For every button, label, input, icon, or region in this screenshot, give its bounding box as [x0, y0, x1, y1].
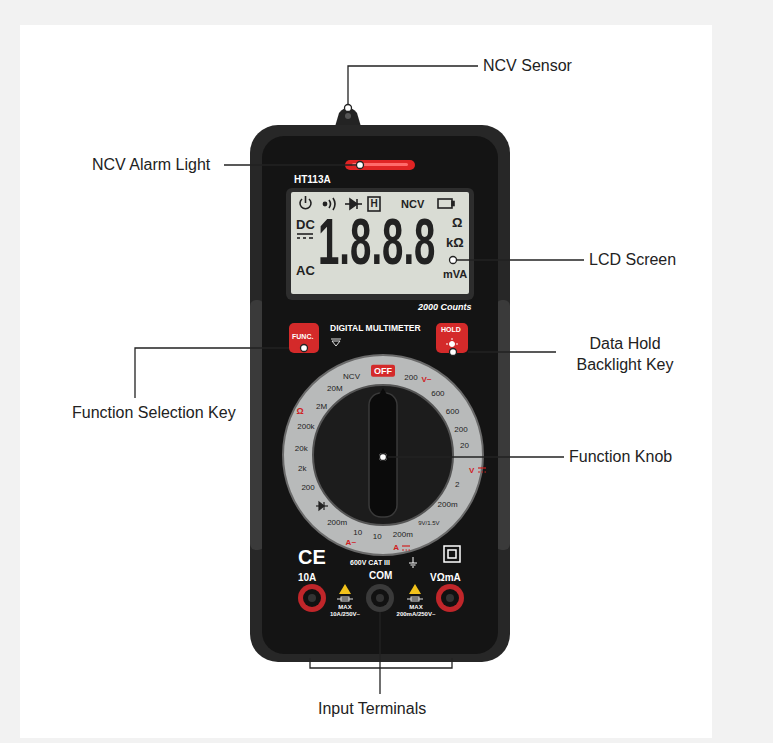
lcd-mode: DC [296, 218, 315, 233]
lcd-icon-text: NCV [401, 198, 424, 211]
dial-label: 600 [446, 407, 459, 416]
fuse-symbol [337, 597, 423, 601]
lcd-icon-text: H [371, 198, 378, 210]
safety-rating: 600V CAT III [350, 559, 390, 567]
dial-label: 2 [455, 480, 459, 489]
dial-label: 200m [327, 518, 347, 527]
dial-ring [283, 355, 483, 555]
side-grip [250, 300, 264, 550]
lcd-unit: kΩ [446, 236, 464, 251]
device-name: DIGITAL MULTIMETER [330, 324, 421, 334]
dial-label: 10 [373, 532, 382, 541]
terminal-vohm [436, 584, 464, 612]
double-insulation-symbol [444, 546, 460, 562]
callout-label: Data Hold Backlight Key [560, 334, 690, 376]
dial-unit: V~ [421, 375, 431, 384]
count-label: 2000 Counts [418, 302, 472, 312]
dial-label: 10 [353, 528, 362, 537]
fuse-rating: MAX 10A/250V~ [326, 604, 364, 617]
callout-label: Function Selection Key [72, 404, 236, 422]
dial-label: 600 [431, 389, 444, 398]
dial-label: NCV [343, 373, 360, 382]
dial-unit: A~ [346, 539, 356, 548]
ground-symbol [409, 557, 417, 567]
warning-triangle [339, 584, 351, 594]
knob [313, 385, 453, 525]
dial-label: 20M [327, 384, 343, 393]
diode-buzzer-symbol [316, 502, 328, 510]
callout-label: NCV Alarm Light [92, 156, 210, 174]
model-name: HT113A [294, 174, 331, 186]
dial-label: 200 [301, 484, 314, 493]
knob-pointer [369, 393, 397, 517]
dial-label: 2M [316, 402, 327, 411]
button-label: FUNC. [292, 333, 313, 341]
callout-label: LCD Screen [589, 251, 676, 269]
lcd-mode: AC [296, 264, 315, 279]
dial-label: 9V/1.5V [418, 520, 439, 527]
dial-label: 20k [295, 445, 308, 454]
knob-tip [377, 388, 389, 398]
face-panel [262, 136, 498, 654]
housing [250, 125, 510, 662]
dial-label: 200m [438, 501, 458, 510]
dial-label: 200 [454, 425, 467, 434]
terminal-label: VΩmA [430, 572, 461, 584]
lcd-unit: mVA [443, 268, 467, 281]
dial-label: 200 [404, 373, 417, 382]
dc-symbols [402, 468, 486, 550]
func-button [289, 323, 319, 353]
lcd-digits: 1.8.8.8 [318, 210, 435, 274]
button-label: HOLD [441, 326, 461, 334]
terminal-label: COM [369, 570, 392, 582]
terminal-com [366, 584, 394, 612]
dial-label: 2k [298, 465, 306, 474]
side-grip [496, 300, 510, 550]
dial-label: 200m [393, 530, 413, 539]
callout-label: NCV Sensor [483, 57, 572, 75]
lcd-unit: Ω [452, 216, 462, 231]
double-insulation-symbol [448, 550, 456, 558]
safety-symbol [331, 339, 341, 346]
dial-unit: V [469, 466, 474, 475]
terminal-10a [298, 584, 326, 612]
dial-off: OFF [371, 365, 395, 377]
leader-dots [301, 105, 457, 461]
dial-label: 20 [460, 442, 469, 451]
sensor-dot [345, 113, 351, 119]
dial-unit: Ω [296, 406, 303, 416]
terminal-label: 10A [298, 572, 316, 584]
callout-label: Input Terminals [318, 700, 426, 718]
dial-unit: A [393, 543, 399, 552]
fuse-rating: MAX 200mA/250V~ [395, 604, 437, 617]
card [20, 25, 712, 738]
lcd-glass [291, 192, 469, 294]
lcd-frame [286, 188, 474, 300]
warning-triangle [409, 584, 421, 594]
dial-label: 200k [297, 422, 314, 431]
knob-center [379, 453, 387, 461]
ce-mark: CE [298, 546, 326, 569]
callout-label: Function Knob [569, 448, 672, 466]
